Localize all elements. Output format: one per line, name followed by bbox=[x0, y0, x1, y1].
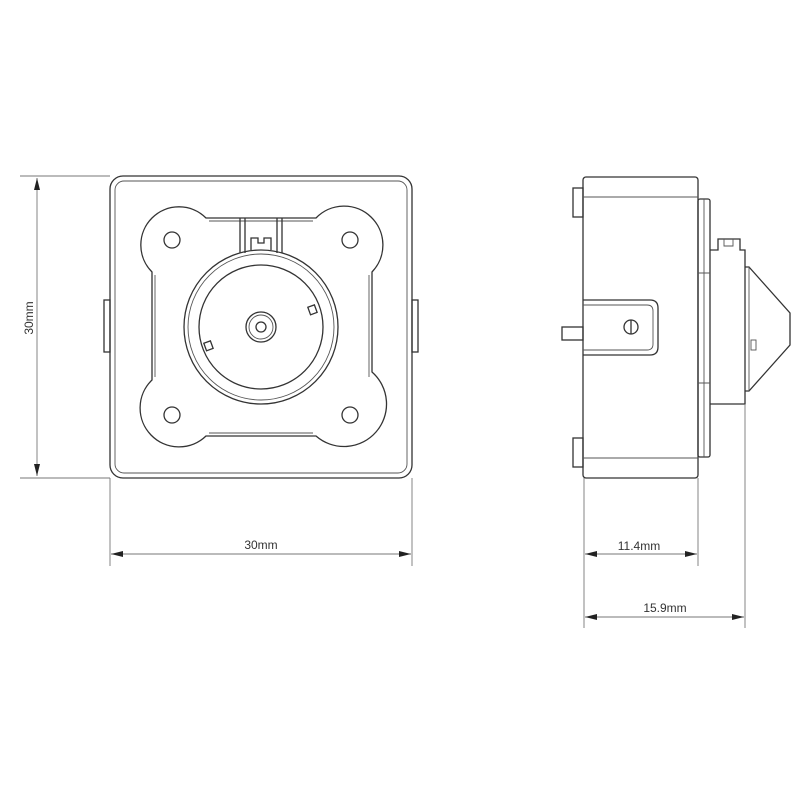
right-side-tab bbox=[411, 299, 419, 353]
left-side-tab bbox=[103, 299, 111, 353]
lens-mount-outer bbox=[183, 249, 339, 405]
mount-hole bbox=[341, 231, 359, 249]
dimension-lines bbox=[20, 175, 746, 628]
side-bracket bbox=[583, 299, 659, 356]
front-view bbox=[103, 175, 419, 479]
side-lens-housing bbox=[710, 238, 746, 405]
connector-notch bbox=[250, 237, 272, 250]
body-depth-label: 11.4mm bbox=[618, 539, 660, 553]
mount-hole bbox=[341, 406, 359, 424]
side-pin bbox=[561, 326, 584, 341]
front-housing-outline bbox=[109, 175, 413, 479]
mount-hole bbox=[163, 406, 181, 424]
height-dimension-label: 30mm bbox=[22, 301, 36, 334]
front-plate-clover bbox=[139, 205, 388, 448]
side-view bbox=[561, 176, 791, 479]
lens-mount-inner bbox=[198, 264, 324, 390]
width-dimension-label: 30mm bbox=[244, 538, 277, 552]
mount-hole bbox=[163, 231, 181, 249]
total-depth-label: 15.9mm bbox=[643, 601, 686, 615]
side-pinhole-cone bbox=[745, 266, 791, 392]
pinhole-lens bbox=[245, 311, 277, 343]
connector-slot bbox=[239, 218, 283, 253]
side-tab-bottom bbox=[572, 437, 584, 468]
front-housing-inner bbox=[114, 180, 408, 474]
side-tab-top bbox=[572, 187, 584, 218]
side-body bbox=[582, 176, 699, 479]
